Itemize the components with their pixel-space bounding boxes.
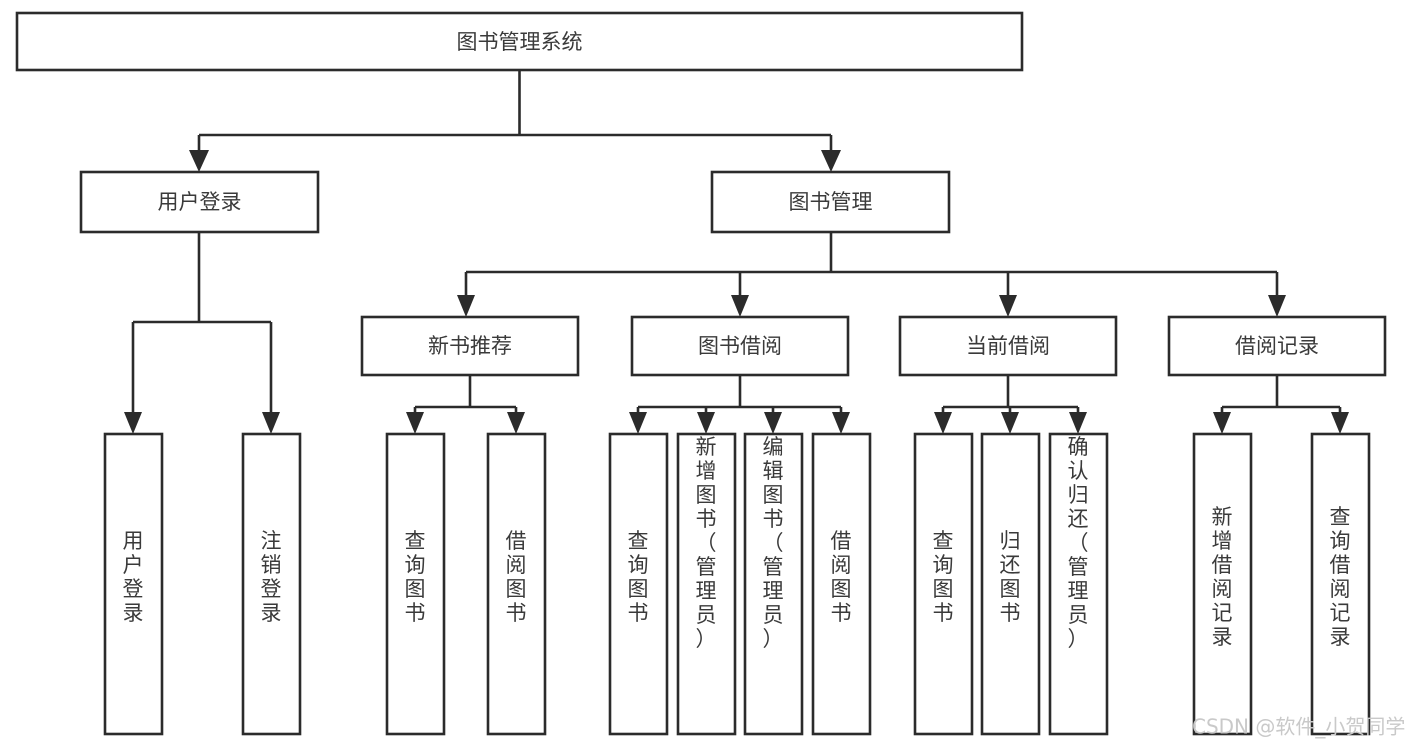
leaf-add-book-box[interactable] <box>676 432 737 736</box>
arrow-root-to-user-login-icon <box>189 150 209 172</box>
connector-group-book-borrow <box>629 375 850 434</box>
connector-group-borrow-record <box>1213 375 1349 434</box>
node-user-login-box[interactable] <box>79 170 320 234</box>
leaf-add-book-label: 新增图书（管理员） <box>696 435 717 651</box>
leaf-node-user-login[interactable]: 用户登录 <box>103 432 164 736</box>
node-user-login-label: 用户登录 <box>158 190 242 214</box>
arrow-new-book-leaf2-icon <box>507 412 525 434</box>
arrow-user-login-leaf1-icon <box>124 412 142 434</box>
leaf-add-borrow-record-box[interactable] <box>1192 432 1253 736</box>
leaf-add-borrow-record-label: 新增借阅记录 <box>1212 505 1233 649</box>
arrow-current-borrow-leaf2-icon <box>1001 412 1019 434</box>
leaf-node-user-logout[interactable]: 注销登录 <box>241 432 302 736</box>
leaf-node-borrow-book-1[interactable]: 借阅图书 <box>486 432 547 736</box>
arrow-book-manage-child3-icon <box>999 295 1017 317</box>
leaf-node-return-book[interactable]: 归还图书 <box>980 432 1041 736</box>
leaf-node-add-book[interactable]: 新增图书（管理员） <box>676 432 737 736</box>
arrow-borrow-record-leaf1-icon <box>1213 412 1231 434</box>
leaf-borrow-book-2-box[interactable] <box>811 432 872 736</box>
node-root-label: 图书管理系统 <box>457 30 583 54</box>
arrow-current-borrow-leaf3-icon <box>1069 412 1087 434</box>
node-book-manage[interactable]: 图书管理 <box>710 170 951 234</box>
leaf-query-book-3-box[interactable] <box>913 432 974 736</box>
leaf-query-book-1-box[interactable] <box>385 432 446 736</box>
node-book-manage-label: 图书管理 <box>789 190 873 214</box>
csdn-watermark: CSDN @软件_小贺同学 <box>1192 715 1405 739</box>
arrow-current-borrow-leaf1-icon <box>934 412 952 434</box>
arrow-user-login-leaf2-icon <box>262 412 280 434</box>
leaf-node-query-book-1[interactable]: 查询图书 <box>385 432 446 736</box>
node-borrow-record-label: 借阅记录 <box>1235 334 1319 358</box>
leaf-borrow-book-1-box[interactable] <box>486 432 547 736</box>
leaf-node-add-borrow-record[interactable]: 新增借阅记录 <box>1192 432 1253 736</box>
leaf-user-login-box[interactable] <box>103 432 164 736</box>
leaf-node-query-book-3[interactable]: 查询图书 <box>913 432 974 736</box>
node-current-borrow-box[interactable] <box>898 315 1118 377</box>
node-user-login[interactable]: 用户登录 <box>79 170 320 234</box>
node-new-book-recommend[interactable]: 新书推荐 <box>360 315 580 377</box>
arrow-book-manage-child2-icon <box>731 295 749 317</box>
arrow-book-borrow-leaf4-icon <box>832 412 850 434</box>
arrow-borrow-record-leaf2-icon <box>1331 412 1349 434</box>
leaf-borrow-book-2-label: 借阅图书 <box>831 529 852 625</box>
node-current-borrow[interactable]: 当前借阅 <box>898 315 1118 377</box>
arrow-book-borrow-leaf3-icon <box>764 412 782 434</box>
leaf-query-book-3-label: 查询图书 <box>933 529 954 625</box>
arrow-book-borrow-leaf1-icon <box>629 412 647 434</box>
leaf-node-query-book-2[interactable]: 查询图书 <box>608 432 669 736</box>
connector-group-new-book-recommend <box>406 375 525 434</box>
connector-group-book-manage <box>457 232 1286 317</box>
leaf-borrow-book-1-label: 借阅图书 <box>506 529 527 625</box>
leaf-user-login-label: 用户登录 <box>123 529 144 625</box>
leaf-query-book-2-box[interactable] <box>608 432 669 736</box>
arrow-book-manage-child1-icon <box>457 295 475 317</box>
node-root[interactable]: 图书管理系统 <box>15 11 1024 72</box>
node-borrow-record-box[interactable] <box>1167 315 1387 377</box>
node-book-borrow[interactable]: 图书借阅 <box>630 315 850 377</box>
leaf-node-edit-book[interactable]: 编辑图书（管理员） <box>743 432 804 736</box>
arrow-root-to-book-manage-icon <box>821 150 841 172</box>
node-book-borrow-label: 图书借阅 <box>698 334 782 358</box>
leaf-confirm-return-label: 确认归还（管理员） <box>1068 435 1089 651</box>
node-current-borrow-label: 当前借阅 <box>966 334 1050 358</box>
node-book-borrow-box[interactable] <box>630 315 850 377</box>
leaf-query-book-1-label: 查询图书 <box>405 529 426 625</box>
leaf-edit-book-box[interactable] <box>743 432 804 736</box>
connector-group-user-login <box>124 232 280 434</box>
leaf-return-book-label: 归还图书 <box>1000 529 1021 625</box>
leaf-user-logout-box[interactable] <box>241 432 302 736</box>
arrow-book-manage-child4-icon <box>1268 295 1286 317</box>
node-new-book-recommend-label: 新书推荐 <box>428 334 512 358</box>
leaf-node-confirm-return[interactable]: 确认归还（管理员） <box>1048 432 1109 736</box>
leaf-query-borrow-record-box[interactable] <box>1310 432 1371 736</box>
connector-group-current-borrow <box>934 375 1087 434</box>
leaf-query-borrow-record-label: 查询借阅记录 <box>1330 505 1351 649</box>
arrow-new-book-leaf1-icon <box>406 412 424 434</box>
connector-group-root <box>189 70 841 172</box>
node-root-box[interactable] <box>15 11 1024 72</box>
leaf-return-book-box[interactable] <box>980 432 1041 736</box>
leaf-node-borrow-book-2[interactable]: 借阅图书 <box>811 432 872 736</box>
leaf-query-book-2-label: 查询图书 <box>628 529 649 625</box>
leaf-confirm-return-box[interactable] <box>1048 432 1109 736</box>
leaf-user-logout-label: 注销登录 <box>261 529 282 625</box>
leaf-edit-book-label: 编辑图书（管理员） <box>763 435 784 651</box>
arrow-book-borrow-leaf2-icon <box>697 412 715 434</box>
leaf-node-query-borrow-record[interactable]: 查询借阅记录 <box>1310 432 1371 736</box>
node-borrow-record[interactable]: 借阅记录 <box>1167 315 1387 377</box>
node-book-manage-box[interactable] <box>710 170 951 234</box>
node-new-book-recommend-box[interactable] <box>360 315 580 377</box>
